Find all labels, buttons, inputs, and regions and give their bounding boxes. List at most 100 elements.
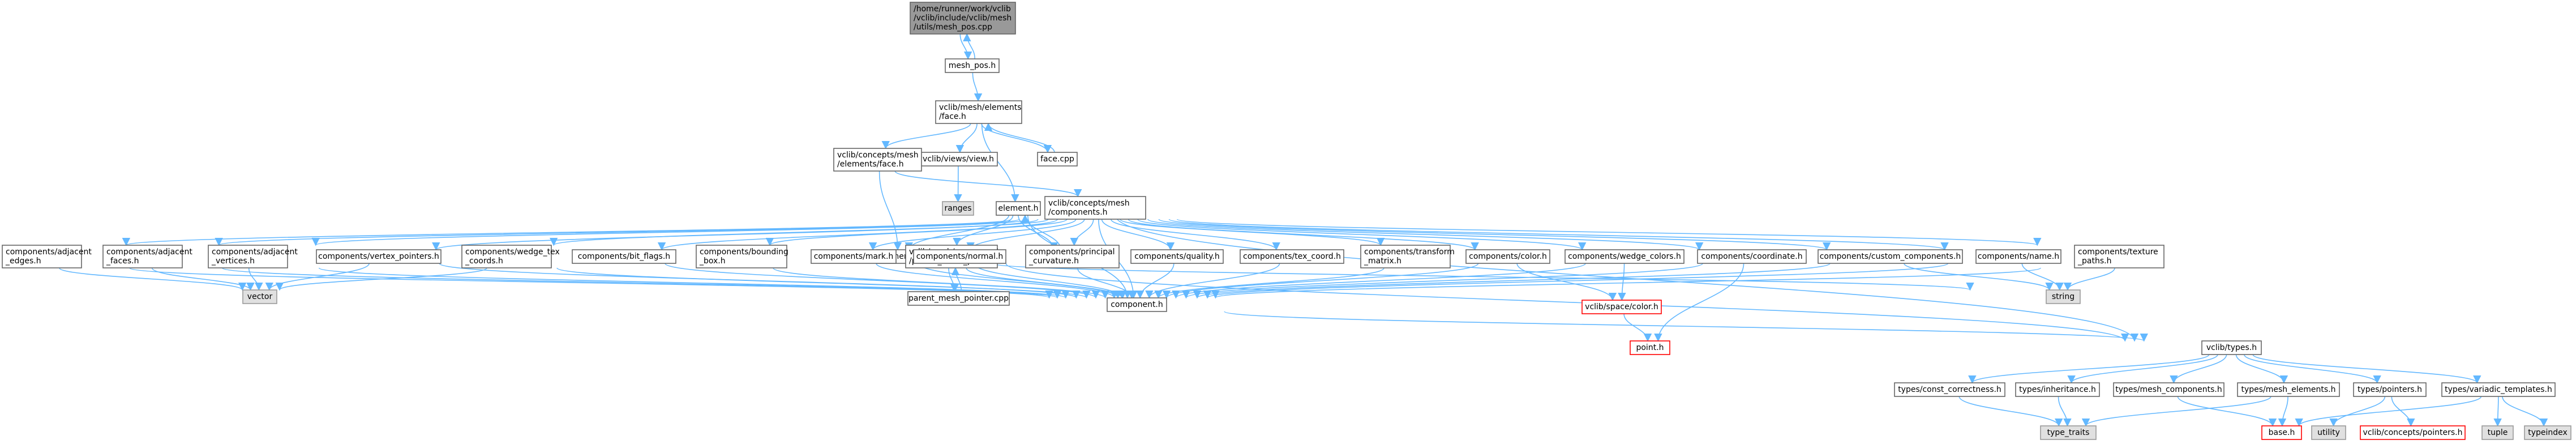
node-box [1697, 249, 1807, 264]
graph-node-utility[interactable]: utility [2311, 425, 2346, 440]
edge-types-h-to-inheritance [2067, 354, 2218, 384]
graph-node-mesh-elements[interactable]: types/mesh_elements.h [2237, 382, 2340, 397]
graph-node-parent-mesh-pointer-cpp[interactable]: parent_mesh_pointer.cpp [907, 291, 1010, 306]
node-label-line: _curvature.h [1028, 257, 1079, 266]
graph-node-mesh-components[interactable]: types/mesh_components.h [2113, 382, 2224, 397]
graph-node-component-h[interactable]: component.h [1107, 297, 1167, 312]
graph-node-element-h-top[interactable]: element.h [996, 201, 1041, 216]
edge-const-correctness-to-type-traits [1958, 396, 2063, 427]
graph-node-adj-edges[interactable]: components/adjacent_edges.h [2, 245, 92, 268]
edge-concepts-components-h-to-mark [869, 219, 1077, 251]
node-label-line: vclib/concepts/mesh [837, 151, 919, 160]
edge-concepts-components-h-to-adj-faces [215, 219, 1020, 246]
graph-node-views-h[interactable]: vclib/views/view.h [919, 152, 998, 166]
graph-node-texture-paths[interactable]: components/texture_paths.h [2074, 245, 2164, 268]
graph-node-pointers[interactable]: types/pointers.h [2353, 382, 2427, 397]
graph-node-mesh-pos-h[interactable]: mesh_pos.h [945, 58, 1000, 73]
graph-node-principal-curv[interactable]: components/principal_curvature.h [1025, 245, 1120, 268]
graph-node-mark[interactable]: components/mark.h [811, 249, 897, 264]
edge-concepts-components-h-to-coordinate [1147, 219, 1703, 251]
node-box [1818, 249, 1963, 264]
node-label-line: base.h [2269, 428, 2295, 437]
node-label-line: components/adjacent [6, 247, 92, 257]
node-label-line: type_traits [2047, 428, 2090, 437]
graph-node-concepts-face-h[interactable]: vclib/concepts/mesh/elements/face.h [833, 148, 922, 172]
graph-node-space-color[interactable]: vclib/space/color.h [1581, 300, 1662, 314]
graph-node-variadic-templates[interactable]: types/variadic_templates.h [2441, 382, 2556, 397]
node-box [2353, 382, 2427, 397]
node-label-line: components/coordinate.h [1701, 252, 1802, 261]
node-box [2311, 425, 2346, 440]
edge-adj-vertices-to-component-h [318, 267, 1070, 299]
graph-node-vector[interactable]: vector [242, 289, 277, 304]
node-label-line: components/wedge_tex [465, 247, 560, 257]
node-box [1107, 297, 1167, 312]
graph-node-tuple[interactable]: tuple [2481, 425, 2514, 440]
graph-node-face-h[interactable]: vclib/mesh/elements/face.h [935, 100, 1022, 124]
graph-node-inheritance[interactable]: types/inheritance.h [2015, 382, 2100, 397]
graph-node-name-h[interactable]: components/name.h [1975, 249, 2061, 264]
graph-node-string[interactable]: string [2046, 289, 2081, 304]
node-label-line: types/inheritance.h [2019, 385, 2096, 394]
node-label-line: /elements/face.h [837, 160, 904, 169]
node-label-line: vclib/concepts/pointers.h [2363, 428, 2463, 437]
graph-node-adj-vertices[interactable]: components/adjacent_vertices.h [208, 245, 298, 268]
edge-pointers-to-concepts-pointers [2391, 396, 2415, 427]
node-box [1630, 340, 1670, 355]
graph-node-base-h[interactable]: base.h [2261, 425, 2302, 440]
graph-node-custom-components[interactable]: components/custom_components.h [1818, 249, 1963, 264]
edge-mesh-components-to-base-h [2177, 396, 2277, 427]
graph-node-normal[interactable]: components/normal.h [913, 249, 1006, 264]
graph-node-const-correctness[interactable]: types/const_correctness.h [1894, 382, 2005, 397]
edge-concepts-components-h-to-custom-components [1158, 219, 1831, 251]
node-label-line: components/tex_coord.h [1243, 252, 1341, 261]
edge-mesh-elements-to-type-traits [2082, 396, 2271, 427]
graph-node-tex-coord[interactable]: components/tex_coord.h [1240, 249, 1344, 264]
graph-node-wedge-colors[interactable]: components/wedge_colors.h [1565, 249, 1685, 264]
edge-adj-edges-to-vector [59, 267, 247, 291]
edge-wedge-tex-to-vector [275, 267, 487, 291]
node-box [907, 291, 1010, 306]
graph-node-wedge-tex[interactable]: components/wedge_tex_coords.h [461, 245, 560, 268]
node-box [1240, 249, 1344, 264]
graph-node-color[interactable]: components/color.h [1465, 249, 1550, 264]
graph-node-type-traits[interactable]: type_traits [2040, 425, 2097, 440]
node-label-line: /face.h [939, 112, 966, 121]
edge-concepts-components-h-to-tex-coord [1111, 219, 1280, 251]
graph-node-typeindex[interactable]: typeindex [2524, 425, 2571, 440]
graph-node-types-h[interactable]: vclib/types.h [2201, 340, 2262, 355]
edge-color-to-space-color [1516, 263, 1617, 301]
edge-concepts-face-h-to-element-h-mid [878, 170, 902, 251]
graph-node-bit-flags[interactable]: components/bit_flags.h [572, 249, 676, 264]
edge-mark-to-component-h [876, 263, 1118, 299]
node-box [316, 249, 442, 264]
node-label-line: face.cpp [1040, 155, 1074, 164]
node-label-line: vclib/mesh/elements [939, 103, 1022, 112]
edge-vertex-pointers-to-vector [265, 263, 370, 291]
edge-variadic-templates-to-base-h [2295, 396, 2482, 427]
node-box [942, 201, 974, 216]
graph-node-bounding-box[interactable]: components/bounding_box.h [696, 245, 788, 268]
graph-node-vertex-pointers[interactable]: components/vertex_pointers.h [316, 249, 442, 264]
node-label-line: components/color.h [1469, 252, 1547, 261]
graph-node-adj-faces[interactable]: components/adjacent_faces.h [102, 245, 192, 268]
edge-face-cpp-to-face-h [984, 122, 1055, 153]
graph-node-point-h[interactable]: point.h [1630, 340, 1670, 355]
edge-types-h-to-pointers [2244, 354, 2381, 384]
graph-node-concepts-components-h[interactable]: vclib/concepts/mesh/components.h [1044, 196, 1146, 220]
graph-node-root[interactable]: /home/runner/work/vclib/vclib/include/vc… [910, 2, 1016, 35]
edge-concepts-components-h-to-wedge-tex [550, 219, 1049, 246]
graph-node-concepts-pointers[interactable]: vclib/concepts/pointers.h [2360, 425, 2466, 440]
node-label-line: mesh_pos.h [949, 61, 996, 70]
graph-node-ranges[interactable]: ranges [942, 201, 974, 216]
node-label-line: vclib/concepts/mesh [1048, 199, 1130, 208]
node-label-line: component.h [1111, 300, 1163, 309]
graph-node-transform-matrix[interactable]: components/transform_matrix.h [1360, 245, 1455, 268]
node-box [1975, 249, 2061, 264]
edge-types-h-to-variadic-templates [2252, 354, 2481, 384]
node-box [833, 148, 922, 172]
node-box [910, 2, 1016, 35]
graph-node-coordinate[interactable]: components/coordinate.h [1697, 249, 1807, 264]
graph-node-face-cpp[interactable]: face.cpp [1037, 152, 1078, 166]
graph-node-quality[interactable]: components/quality.h [1130, 249, 1224, 264]
